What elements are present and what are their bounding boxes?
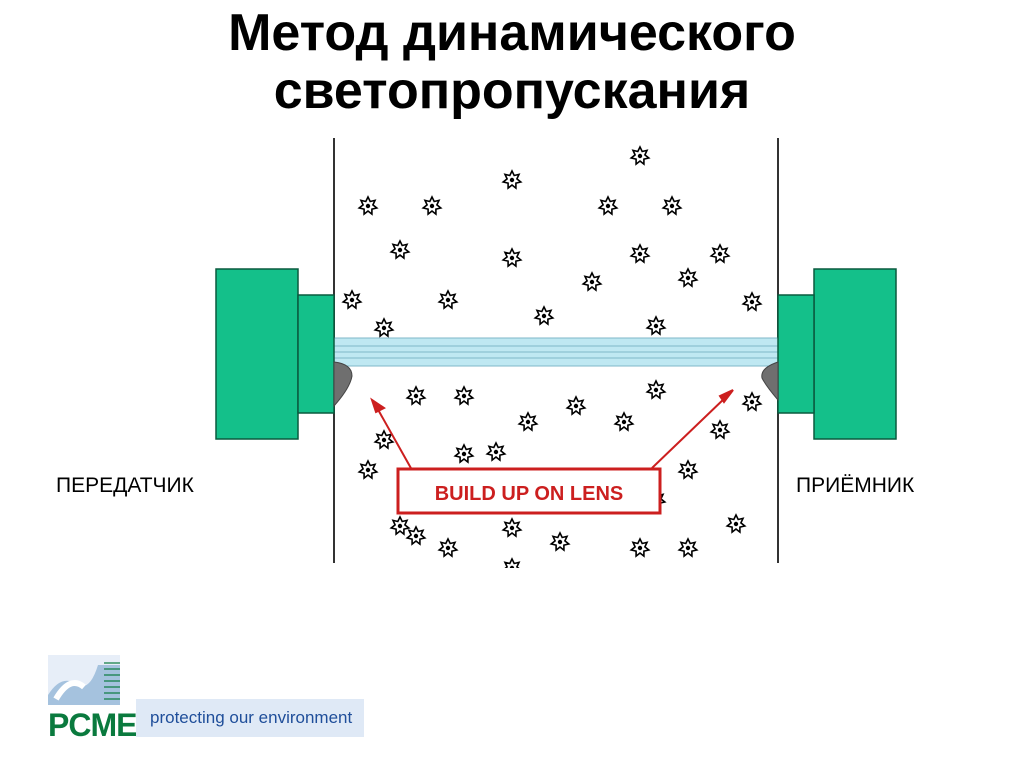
dust-particle-core bbox=[429, 203, 435, 209]
dust-particle-core bbox=[749, 299, 755, 305]
dust-particle-core bbox=[637, 545, 643, 551]
dust-particle-core bbox=[653, 387, 659, 393]
title-line-2: светопропускания bbox=[273, 62, 751, 120]
dust-particle-core bbox=[589, 279, 595, 285]
dust-particle-core bbox=[669, 203, 675, 209]
dust-particle-core bbox=[605, 203, 611, 209]
dust-particle-core bbox=[749, 399, 755, 405]
dust-particle-core bbox=[733, 521, 739, 527]
dust-particle-core bbox=[445, 545, 451, 551]
dust-particle-core bbox=[685, 275, 691, 281]
receiver-housing bbox=[777, 268, 897, 440]
dust-particle-core bbox=[637, 251, 643, 257]
dust-particle-core bbox=[365, 203, 371, 209]
dust-particle-core bbox=[413, 533, 419, 539]
dust-particles bbox=[341, 145, 763, 568]
transmitter-housing bbox=[215, 268, 335, 440]
callout-text: BUILD UP ON LENS bbox=[435, 483, 624, 505]
dust-particle-core bbox=[381, 325, 387, 331]
brand-tagline: protecting our environment bbox=[136, 699, 364, 737]
dust-particle-core bbox=[717, 427, 723, 433]
dust-particle-core bbox=[557, 539, 563, 545]
dust-particle-core bbox=[653, 323, 659, 329]
dust-particle-core bbox=[349, 297, 355, 303]
dust-particle-core bbox=[573, 403, 579, 409]
transmitter-label: ПЕРЕДАТЧИК bbox=[56, 474, 194, 497]
dynamic-opacity-diagram: BUILD UP ON LENS bbox=[215, 138, 897, 568]
dust-particle-core bbox=[461, 451, 467, 457]
callout-box bbox=[396, 467, 662, 515]
dust-particle-core bbox=[413, 393, 419, 399]
dust-particle-core bbox=[381, 437, 387, 443]
dust-particle-core bbox=[365, 467, 371, 473]
pcme-logo-icon bbox=[48, 655, 120, 705]
lens-deposit-right bbox=[761, 361, 779, 402]
dust-particle-core bbox=[493, 449, 499, 455]
dust-particle-core bbox=[397, 523, 403, 529]
title-line-1: Метод динамического bbox=[228, 4, 796, 62]
dust-particle-core bbox=[509, 565, 515, 568]
dust-particle-icon bbox=[503, 557, 521, 568]
dust-particle-core bbox=[685, 545, 691, 551]
dust-particle-core bbox=[509, 177, 515, 183]
dust-particle-core bbox=[445, 297, 451, 303]
callout-arrows bbox=[370, 389, 734, 471]
brand-name: PCME bbox=[48, 707, 137, 743]
receiver-label: ПРИЁМНИК bbox=[796, 474, 915, 497]
dust-particle-core bbox=[621, 419, 627, 425]
light-beam bbox=[333, 337, 779, 367]
dust-particle-core bbox=[717, 251, 723, 257]
dust-particle-core bbox=[541, 313, 547, 319]
dust-particle-core bbox=[637, 153, 643, 159]
lens-deposit-left bbox=[333, 361, 353, 408]
dust-particle-core bbox=[685, 467, 691, 473]
dust-particle-core bbox=[509, 525, 515, 531]
slide-title: Метод динамического светопропускания bbox=[0, 4, 1024, 120]
dust-particle-core bbox=[525, 419, 531, 425]
dust-particle-core bbox=[509, 255, 515, 261]
dust-particle-core bbox=[397, 247, 403, 253]
dust-particle-core bbox=[461, 393, 467, 399]
